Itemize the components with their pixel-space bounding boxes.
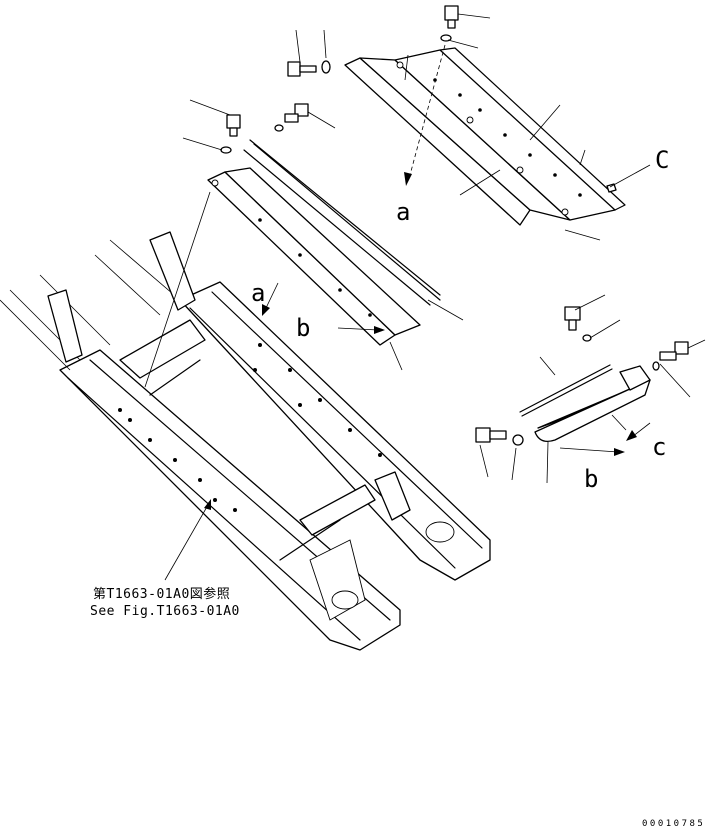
label-b-lower: b xyxy=(296,314,310,342)
reference-en: See Fig.T1663-01A0 xyxy=(90,604,240,619)
label-a-lower: a xyxy=(251,279,265,307)
reference-jp: 第T1663-01A0図参照 xyxy=(93,586,230,602)
main-frame xyxy=(0,231,491,651)
leader-lines xyxy=(144,13,706,581)
upper-cover-plate xyxy=(344,47,626,226)
bolts-washers xyxy=(220,5,689,446)
labels: a a b b C c 第T1663-01A0図参照 See Fig.T1663… xyxy=(90,146,705,829)
label-b-right: b xyxy=(584,465,598,493)
drawing-code: 00010785 xyxy=(642,819,705,829)
label-a-upper: a xyxy=(396,198,410,226)
label-c-upper: C xyxy=(655,146,669,174)
middle-cover-plate xyxy=(207,139,441,346)
right-small-bracket xyxy=(519,364,651,443)
label-c-right: c xyxy=(652,433,666,461)
